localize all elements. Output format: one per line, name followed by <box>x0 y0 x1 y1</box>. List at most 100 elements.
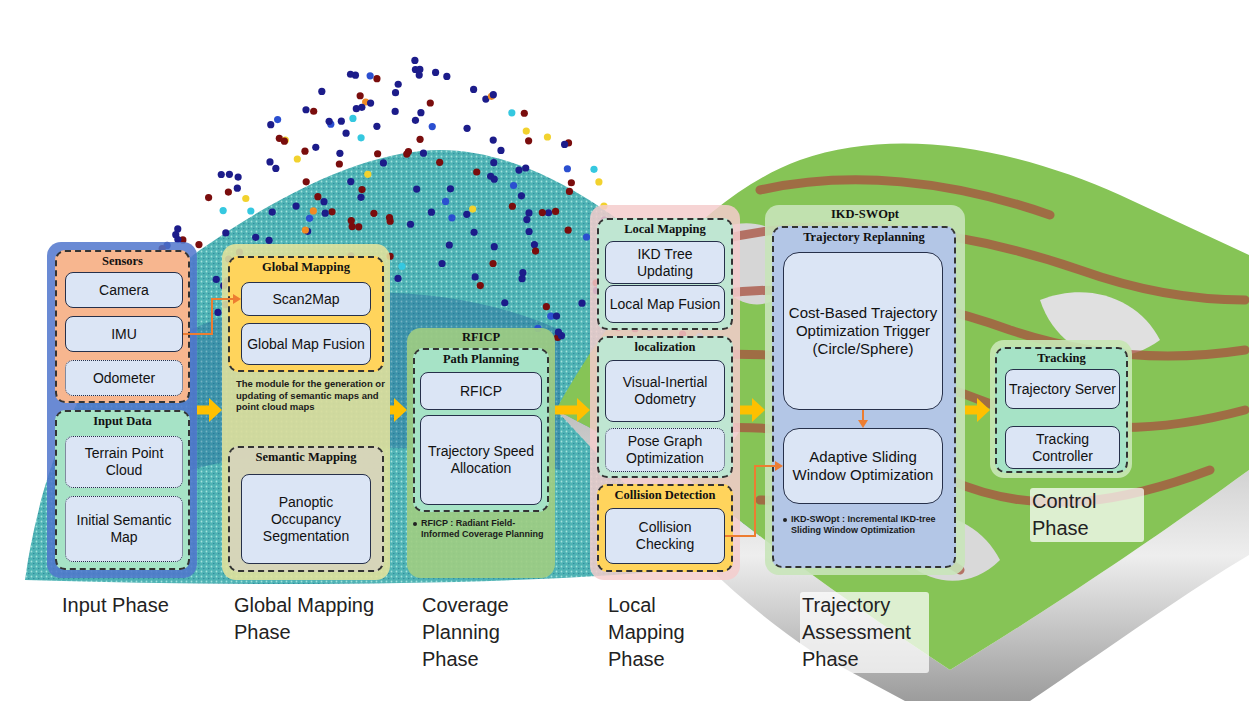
point-cloud-dot <box>358 104 365 111</box>
point-cloud-dot <box>566 188 573 195</box>
box-label: Initial Semantic Map <box>69 512 179 546</box>
point-cloud-dot <box>328 208 335 215</box>
point-cloud-dot <box>314 193 321 200</box>
point-cloud-dot <box>411 57 418 64</box>
point-cloud-dot <box>539 209 546 216</box>
point-cloud-dot <box>342 130 349 137</box>
point-cloud-dot <box>470 229 477 236</box>
point-cloud-dot <box>205 194 212 201</box>
point-cloud-dot <box>349 115 356 122</box>
point-cloud-dot <box>336 160 343 167</box>
point-cloud-dot <box>510 182 517 189</box>
module-group: SensorsCameraIMUOdometer <box>55 250 190 403</box>
point-cloud-dot <box>522 164 529 171</box>
process-box: Panoptic Occupancy Segmentation <box>241 474 371 564</box>
point-cloud-dot <box>267 121 274 128</box>
point-cloud-dot <box>269 209 276 216</box>
point-cloud-dot <box>412 117 419 124</box>
process-box: Adaptive Sliding Window Optimization <box>783 428 943 504</box>
point-cloud-dot <box>234 185 241 192</box>
point-cloud-dot <box>525 137 532 144</box>
group-title: Local Mapping <box>599 220 731 237</box>
process-box: Trajectory Server <box>1005 369 1120 409</box>
flow-arrow <box>183 299 233 334</box>
group-title: Tracking <box>997 349 1126 366</box>
note-block: The module for the generation or updatin… <box>236 378 386 413</box>
point-cloud-dot <box>469 205 476 212</box>
point-cloud-dot <box>338 118 345 125</box>
module-group: Input DataTerrain Point CloudInitial Sem… <box>55 410 190 570</box>
box-label: Scan2Map <box>273 291 340 308</box>
point-cloud-dot <box>521 110 528 117</box>
point-cloud-dot <box>355 223 362 230</box>
point-cloud-dot <box>349 223 356 230</box>
phase-label: Global Mapping Phase <box>232 592 416 646</box>
point-cloud-dot <box>477 282 484 289</box>
point-cloud-dot <box>501 299 508 306</box>
point-cloud-dot <box>235 173 242 180</box>
point-cloud-dot <box>490 91 497 98</box>
point-cloud-dot <box>318 88 325 95</box>
box-label: RFICP <box>460 383 502 400</box>
module-group: Collision DetectionCollision Checking <box>597 484 733 572</box>
point-cloud-dot <box>553 312 560 319</box>
note-block: IKD-SWOpt : Incremental IKD-tree Sliding… <box>782 514 952 536</box>
point-cloud-dot <box>322 210 329 217</box>
group-title: localization <box>599 338 731 355</box>
box-label: Local Map Fusion <box>610 296 721 313</box>
point-cloud-dot <box>487 173 494 180</box>
process-box: Camera <box>65 272 183 308</box>
point-cloud-dot <box>274 116 281 123</box>
point-cloud-dot <box>302 106 309 113</box>
point-cloud-dot <box>568 179 575 186</box>
phase-label: Input Phase <box>60 592 214 619</box>
point-cloud-dot <box>358 186 365 193</box>
point-cloud-dot <box>398 263 405 270</box>
group-title: Sensors <box>57 252 188 269</box>
point-cloud-dot <box>427 99 434 106</box>
point-cloud-dot <box>432 69 439 76</box>
box-label: IMU <box>111 326 137 343</box>
point-cloud-dot <box>447 185 454 192</box>
point-cloud-dot <box>247 207 254 214</box>
point-cloud-dot <box>463 125 470 132</box>
point-cloud-dot <box>218 171 225 178</box>
note-block: RFICP : Radiant Field-Informed Coverage … <box>412 518 552 540</box>
point-cloud-dot <box>282 137 289 144</box>
module-group: Path PlanningRFICPTrajectory Speed Alloc… <box>413 348 549 512</box>
point-cloud-dot <box>214 309 221 316</box>
point-cloud-dot <box>523 216 530 223</box>
point-cloud-dot <box>320 198 327 205</box>
phase-band: Control PhaseTrackingTrajectory ServerTr… <box>990 340 1132 478</box>
point-cloud-dot <box>252 234 259 241</box>
point-cloud-dot <box>543 303 550 310</box>
box-label: Adaptive Sliding Window Optimization <box>787 448 939 484</box>
point-cloud-dot <box>373 75 380 82</box>
point-cloud-dot <box>213 276 220 283</box>
flow-arrow <box>725 466 775 536</box>
point-cloud-dot <box>310 207 317 214</box>
point-cloud-dot <box>272 165 279 172</box>
process-box: Scan2Map <box>241 282 371 316</box>
box-label: Terrain Point Cloud <box>69 445 179 479</box>
module-group: Local MappingIKD Tree UpdatingLocal Map … <box>597 218 733 330</box>
point-cloud-dot <box>515 166 522 173</box>
box-label: IKD Tree Updating <box>609 246 721 280</box>
box-label: Trajectory Speed Allocation <box>424 443 538 477</box>
point-cloud-dot <box>518 275 525 282</box>
box-label: Cost-Based Trajectory Optimization Trigg… <box>787 304 939 358</box>
point-cloud-dot <box>497 147 504 154</box>
point-cloud-dot <box>442 198 449 205</box>
point-cloud-dot <box>407 221 414 228</box>
flow-arrow <box>862 410 864 420</box>
module-group: Global MappingScan2MapGlobal Map Fusion <box>228 256 384 372</box>
process-box: Global Map Fusion <box>241 323 371 365</box>
point-cloud-dot <box>310 108 317 115</box>
group-title: Collision Detection <box>599 486 731 503</box>
point-cloud-dot <box>172 231 179 238</box>
point-cloud-dot <box>403 150 410 157</box>
point-cloud-dot <box>509 203 516 210</box>
point-cloud-dot <box>226 171 233 178</box>
point-cloud-dot <box>561 141 568 148</box>
point-cloud-dot <box>565 227 572 234</box>
